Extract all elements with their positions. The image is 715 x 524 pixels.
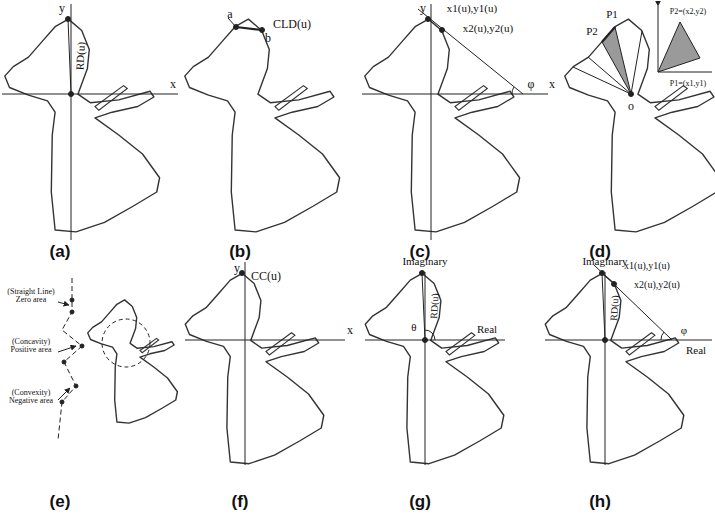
figure-label: x2(u),y2(u) <box>634 280 680 291</box>
figure-label: (Straight Line) Zero area <box>2 288 60 305</box>
figure-label: x2(u),y2(u) <box>463 23 513 35</box>
figure-label: P1=(x1,y1) <box>670 80 706 88</box>
figure-label: b <box>265 32 271 45</box>
figure-label: P1 <box>606 9 618 21</box>
panel-caption: (d) <box>589 243 611 261</box>
figure-label: x <box>549 78 555 91</box>
panel-caption: (a) <box>50 243 71 261</box>
panel-caption: (f) <box>232 493 249 511</box>
panel-caption: (h) <box>589 493 611 511</box>
figure-label: θ <box>411 322 416 334</box>
figure-label: φ <box>528 78 535 91</box>
figure-label: CC(u) <box>251 270 281 283</box>
figure-label: RD(u) <box>429 293 441 319</box>
figure-label: o <box>628 100 634 113</box>
figure-label: y <box>59 2 65 15</box>
figure-label: x1(u),y1(u) <box>447 3 497 15</box>
figure-label: y <box>420 2 426 15</box>
figure-label: a <box>227 8 232 21</box>
figure-label: φ <box>681 325 687 337</box>
figure-label: x <box>347 324 353 337</box>
figure-label: RD(u) <box>609 295 621 321</box>
figure-label: RD(u) <box>74 42 87 71</box>
figure-label: x1(u),y1(u) <box>624 261 670 272</box>
figure-label: (Convexity) Negative area <box>2 389 60 406</box>
figure-label: y <box>234 262 240 275</box>
panel-caption: (b) <box>229 243 251 261</box>
panel-caption: (e) <box>50 493 71 511</box>
panel-caption: (g) <box>409 493 431 511</box>
figure-label: P2 <box>586 26 598 38</box>
figure-label: CLD(u) <box>273 18 311 31</box>
figure-label: P2=(x2,y2) <box>670 8 706 16</box>
figure-label: x <box>170 78 176 91</box>
figure-label: Real <box>686 345 706 357</box>
figure-label: (Concavity) Positive area <box>2 338 60 355</box>
figure-label: Real <box>477 324 497 336</box>
panel-caption: (c) <box>410 243 431 261</box>
